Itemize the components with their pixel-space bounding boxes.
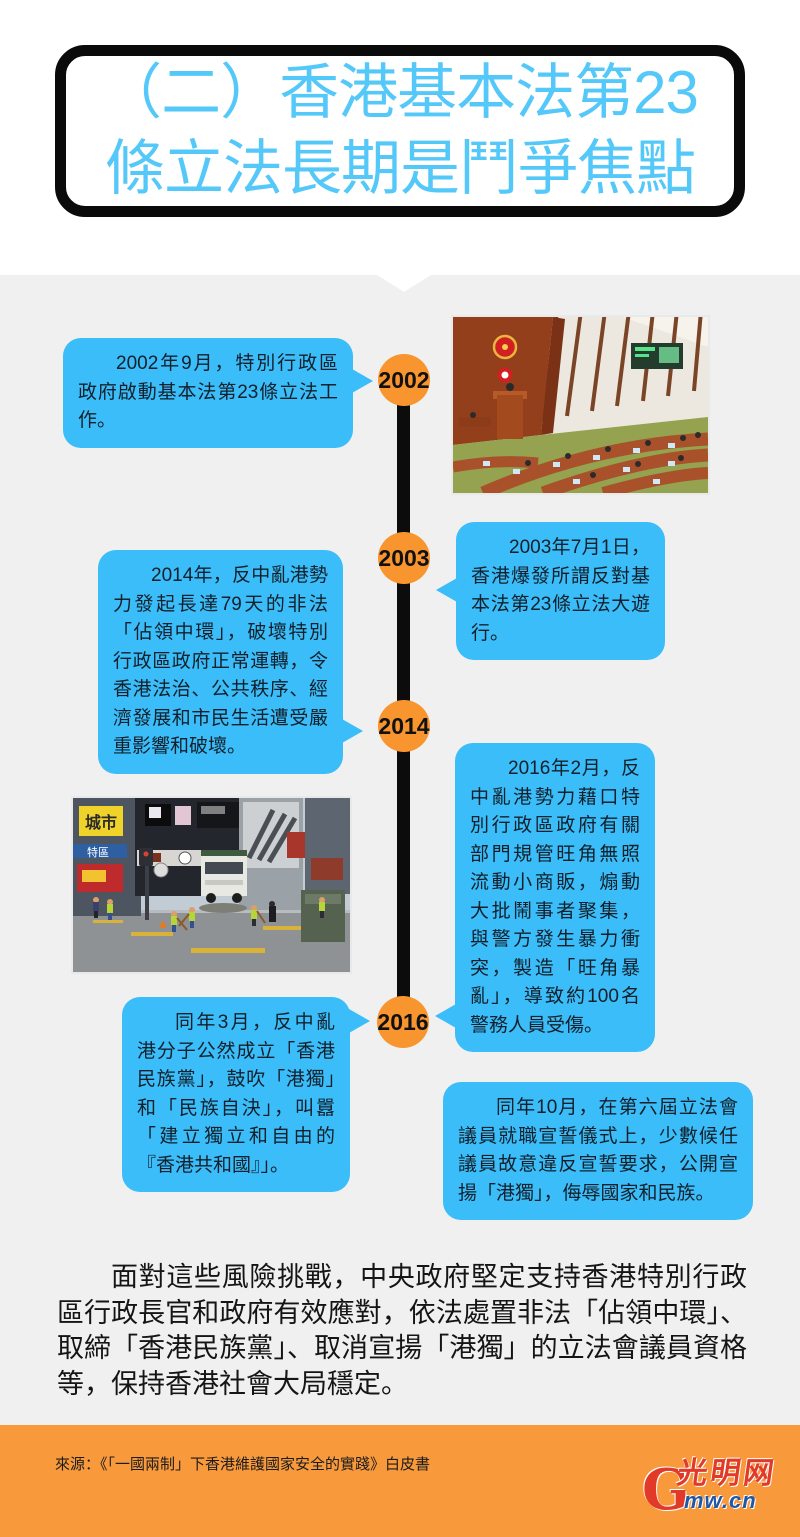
vote-display-board (631, 343, 683, 369)
page-title-line-1: （二）香港基本法第23 (102, 59, 699, 126)
bubble-tail-right (342, 719, 363, 743)
event-text: 2003年7月1日，香港爆發所謂反對基本法第23條立法大遊行。 (471, 537, 650, 644)
event-bubble-2016-october: 同年10月，在第六屆立法會議員就職宣誓儀式上，少數候任議員故意違反宣誓要求，公開… (443, 1082, 753, 1220)
event-text: 2002年9月，特別行政區政府啟動基本法第23條立法工作。 (78, 353, 338, 431)
footer: 來源：《「一國兩制」下香港維護國家安全的實踐》白皮書 G 光明网 mw.cn (0, 1425, 800, 1537)
billboard-text: 特區 (87, 845, 109, 859)
truck (199, 850, 247, 913)
title-box: （二）香港基本法第23 條立法長期是鬥爭焦點 (55, 45, 745, 217)
event-text: 同年3月，反中亂港分子公然成立「香港民族黨」，鼓吹「港獨」和「民族自決」，叫囂「… (137, 1012, 335, 1176)
gmw-logo-domain: mw.cn (684, 1488, 757, 1513)
year-label: 2002 (378, 366, 430, 393)
national-emblem (492, 334, 518, 360)
year-marker-2016: 2016 (377, 996, 429, 1048)
year-marker-2014: 2014 (378, 700, 430, 752)
gmw-logo: G 光明网 mw.cn (640, 1448, 780, 1528)
gmw-logo-g: G (642, 1457, 690, 1523)
left-buildings: 城市 特區 (73, 798, 141, 916)
event-bubble-2016-february: 2016年2月，反中亂港勢力藉口特別行政區政府有關部門規管旺角無照流動小商販，煽… (435, 743, 655, 1052)
conclusion-paragraph: 面對這些風險挑戰，中央政府堅定支持香港特別行政區行政長官和政府有效應對，依法處置… (57, 1262, 747, 1399)
event-text: 2016年2月，反中亂港勢力藉口特別行政區政府有關部門規管旺角無照流動小商販，煽… (470, 758, 640, 1036)
header-notch-triangle (377, 275, 431, 292)
mongkok-street-photo: 城市 特區 (71, 796, 352, 974)
members (470, 412, 701, 478)
traffic-cone (159, 920, 167, 928)
year-marker-2003: 2003 (378, 532, 430, 584)
year-label: 2016 (377, 1008, 429, 1035)
bubble-tail-right (349, 1009, 370, 1033)
event-bubble-2016-march: 同年3月，反中亂港分子公然成立「香港民族黨」，鼓吹「港獨」和「民族自決」，叫囂「… (122, 997, 370, 1192)
legco-chamber-photo (451, 315, 710, 495)
year-label: 2014 (378, 712, 430, 739)
event-text: 同年10月，在第六屆立法會議員就職宣誓儀式上，少數候任議員故意違反宣誓要求，公開… (458, 1097, 738, 1204)
hk-emblem (497, 367, 513, 383)
traffic-light (139, 848, 169, 920)
right-buildings (239, 798, 350, 942)
event-bubble-2014: 2014年，反中亂港勢力發起長達79天的非法「佔領中環」，破壞特別行政區政府正常… (98, 550, 363, 774)
gmw-logo-name: 光明网 (675, 1457, 779, 1490)
event-bubble-2003: 2003年7月1日，香港爆發所謂反對基本法第23條立法大遊行。 (436, 522, 665, 660)
president-podium (493, 383, 527, 439)
bubble-tail-right (352, 369, 373, 393)
page-title-line-2: 條立法長期是鬥爭焦點 (105, 135, 696, 202)
road-markings (93, 920, 315, 953)
event-text: 2014年，反中亂港勢力發起長達79天的非法「佔領中環」，破壞特別行政區政府正常… (113, 565, 328, 757)
source-attribution: 來源：《「一國兩制」下香港維護國家安全的實踐》白皮書 (55, 1456, 431, 1473)
bubble-tail-left (435, 1004, 456, 1028)
event-bubble-2002: 2002年9月，特別行政區政府啟動基本法第23條立法工作。 (63, 338, 373, 448)
billboard-text: 城市 (85, 813, 117, 832)
bubble-tail-left (436, 578, 457, 602)
desk-monitors (483, 443, 675, 484)
year-marker-2002: 2002 (378, 354, 430, 406)
year-label: 2003 (378, 544, 430, 571)
street-cleaners (93, 897, 325, 932)
